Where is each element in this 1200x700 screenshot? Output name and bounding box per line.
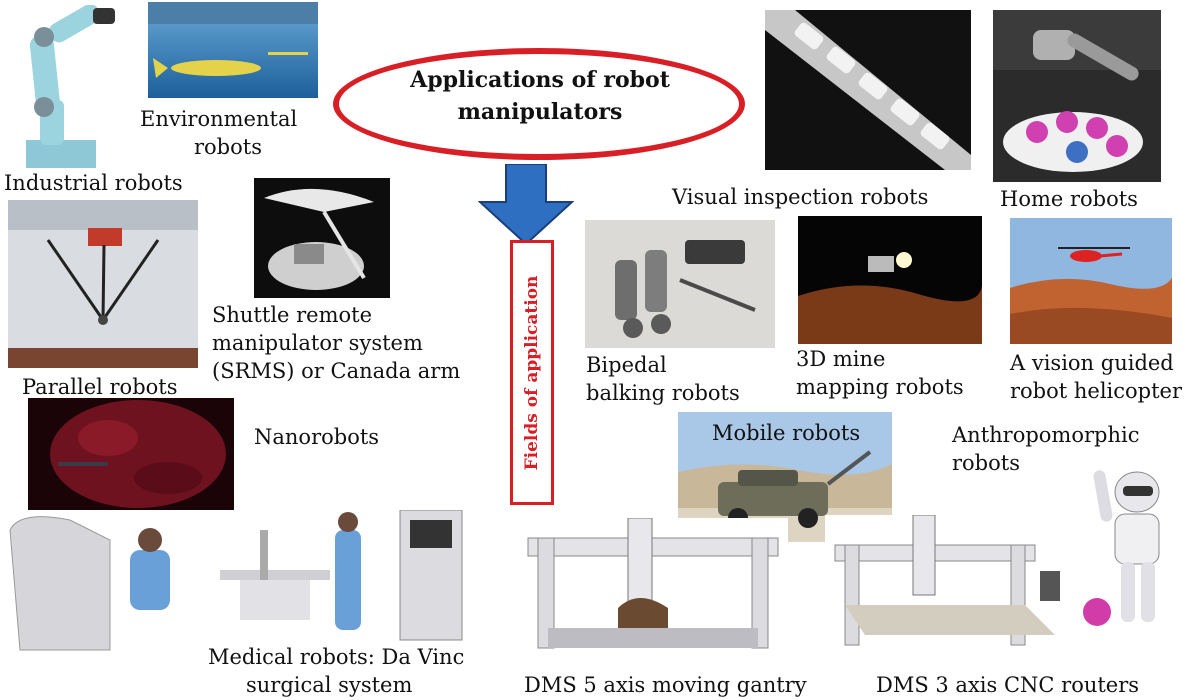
title-line-2: manipulators xyxy=(457,99,623,125)
nanorobots-label: Nanorobots xyxy=(254,425,380,449)
down-arrow-icon xyxy=(478,164,574,246)
medical-robots-label-line1: Medical robots: Da Vinc xyxy=(208,645,465,669)
robot-helicopter-label-line2: robot helicopter xyxy=(1010,379,1183,403)
cnc-router-image xyxy=(825,515,1070,665)
environmental-robots-label-line1: Environmental xyxy=(140,107,298,131)
industrial-robot-image xyxy=(8,5,123,170)
anthropomorphic-robots-label-line1: Anthropomorphic xyxy=(952,423,1140,447)
medical-robot-image xyxy=(0,510,470,658)
environmental-robot-image xyxy=(148,2,318,98)
gantry-label: DMS 5 axis moving gantry xyxy=(524,673,807,697)
robot-helicopter-image xyxy=(1010,218,1172,344)
bipedal-robot-image xyxy=(585,220,775,348)
srms-label-line2: manipulator system xyxy=(212,331,423,355)
bipedal-robots-label-line2: balking robots xyxy=(586,381,740,405)
srms-label-line1: Shuttle remote xyxy=(212,303,373,327)
home-robot-image xyxy=(993,10,1161,182)
visual-inspection-robot-image xyxy=(765,10,971,170)
diagram-title: Applications of robot manipulators xyxy=(372,64,708,128)
bipedal-robots-label-line1: Bipedal xyxy=(586,353,667,377)
parallel-robot-image xyxy=(8,200,198,368)
title-line-1: Applications of robot xyxy=(410,67,670,93)
visual-inspection-robots-label: Visual inspection robots xyxy=(672,185,929,209)
mine-mapping-robots-label-line1: 3D mine xyxy=(796,347,886,371)
mine-mapping-robots-label-line2: mapping robots xyxy=(796,375,964,399)
title-ellipse xyxy=(333,48,745,160)
fields-of-application-label: Fields of application xyxy=(522,275,542,470)
mine-mapping-robot-image xyxy=(798,216,982,344)
medical-robots-label-line2: surgical system xyxy=(246,673,413,697)
shuttle-arm-image xyxy=(254,178,390,298)
srms-label-line3: (SRMS) or Canada arm xyxy=(212,359,461,383)
gantry-machine-image xyxy=(518,518,788,666)
industrial-robots-label: Industrial robots xyxy=(4,171,183,195)
anthropomorphic-robots-label-line2: robots xyxy=(952,451,1020,475)
robot-helicopter-label-line1: A vision guided xyxy=(1010,351,1174,375)
fields-of-application-box: Fields of application xyxy=(510,240,554,505)
parallel-robots-label: Parallel robots xyxy=(22,375,178,399)
home-robots-label: Home robots xyxy=(1000,187,1138,211)
anthropomorphic-robot-image xyxy=(1075,462,1195,640)
mobile-robots-label: Mobile robots xyxy=(712,421,861,445)
cnc-routers-label: DMS 3 axis CNC routers xyxy=(876,673,1140,697)
nanorobots-image xyxy=(28,398,234,518)
environmental-robots-label-line2: robots xyxy=(194,135,262,159)
